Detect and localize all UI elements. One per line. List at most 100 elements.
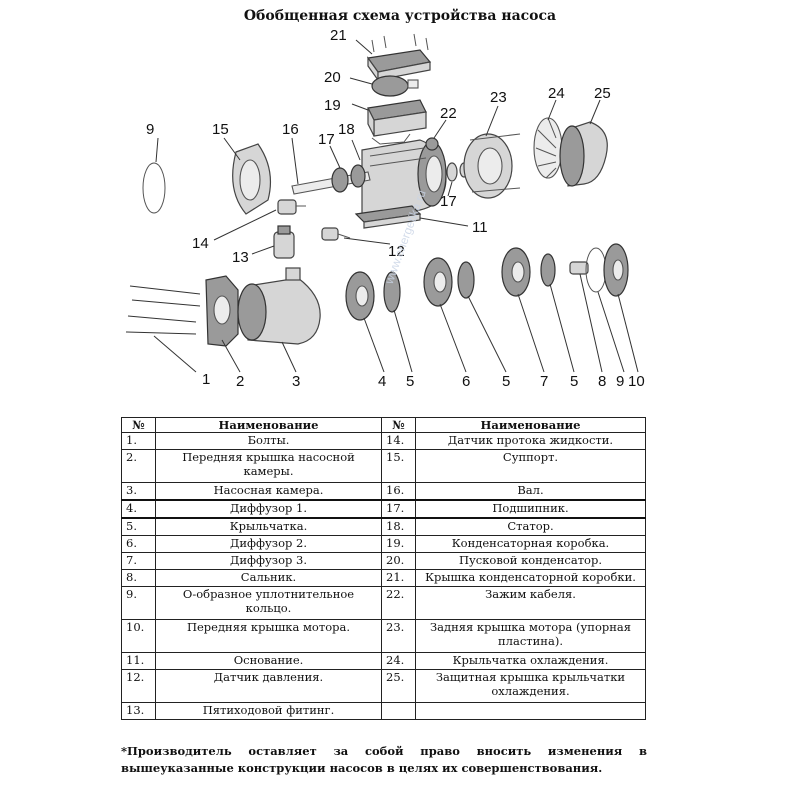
callout-5: 5	[570, 373, 578, 390]
page-title: Обобщенная схема устройства насоса	[243, 8, 557, 24]
callout-25: 25	[594, 85, 611, 102]
flow-sensor-part	[277, 199, 306, 215]
exploded-pump-diagram: 1 2 3 4 5 6 5 7 5 8 9 10 9 11 12 13 14 1…	[125, 27, 645, 390]
cooling-fan-part	[533, 117, 563, 179]
part-name: Передняя крышка мотора.	[155, 619, 382, 653]
row-number: 21.	[381, 569, 416, 587]
row-number	[381, 702, 416, 720]
callout-10: 10	[628, 373, 645, 390]
part-name: О-образное уплотнительное кольцо.	[155, 586, 382, 620]
row-number: 5.	[121, 517, 156, 536]
row-number: 24.	[381, 652, 416, 670]
part-name: Датчик протока жидкости.	[415, 432, 646, 450]
part-name: Зажим кабеля.	[415, 586, 646, 620]
part-name: Диффузор 3.	[155, 552, 382, 570]
row-number: 25.	[381, 669, 416, 703]
part-name: Задняя крышка мотора (упорная пластина).	[415, 619, 646, 653]
part-name: Крышка конденсаторной коробки.	[415, 569, 646, 587]
part-name: Вал.	[415, 482, 646, 501]
row-number: 23.	[381, 619, 416, 653]
part-name: Пятиходовой фитинг.	[155, 702, 382, 720]
column-header-name: Наименование	[415, 417, 646, 433]
seal-part	[569, 261, 589, 275]
part-name	[415, 702, 646, 720]
callout-15: 15	[212, 121, 229, 138]
part-name: Подшипник.	[415, 499, 646, 519]
callout-22: 22	[440, 105, 457, 122]
callout-19: 19	[324, 97, 341, 114]
table-row: 4.Диффузор 1.17.Подшипник.	[121, 499, 646, 519]
callout-8: 8	[598, 373, 606, 390]
table-row: 6.Диффузор 2.19.Конденсаторная коробка.	[121, 535, 646, 553]
o-ring-part	[142, 162, 166, 214]
impeller-part	[540, 253, 556, 287]
callout-20: 20	[324, 69, 341, 86]
callout-7: 7	[540, 373, 548, 390]
o-ring-part	[585, 247, 607, 293]
table-row: 9.О-образное уплотнительное кольцо.22.За…	[121, 586, 646, 620]
part-name: Статор.	[415, 517, 646, 536]
part-name: Крыльчатка охлаждения.	[415, 652, 646, 670]
rear-motor-cover-part	[463, 133, 521, 199]
part-name: Суппорт.	[415, 449, 646, 483]
row-number: 17.	[381, 499, 416, 519]
impeller-part	[383, 271, 401, 313]
row-number: 8.	[121, 569, 156, 587]
callout-12: 12	[388, 243, 405, 260]
part-name: Сальник.	[155, 569, 382, 587]
part-name: Датчик давления.	[155, 669, 382, 703]
table-row: 8.Сальник.21.Крышка конденсаторной короб…	[121, 569, 646, 587]
shaft-part	[291, 164, 371, 195]
part-name: Крыльчатка.	[155, 517, 382, 536]
callout-16: 16	[282, 121, 299, 138]
row-number: 19.	[381, 535, 416, 553]
part-name: Защитная крышка крыльчатки охлаждения.	[415, 669, 646, 703]
callout-11: 11	[472, 219, 488, 236]
row-number: 13.	[121, 702, 156, 720]
column-header-name: Наименование	[155, 417, 382, 433]
callout-5: 5	[502, 373, 510, 390]
bolts-part	[125, 285, 201, 335]
row-number: 11.	[121, 652, 156, 670]
part-name: Основание.	[155, 652, 382, 670]
callout-3: 3	[292, 373, 300, 390]
callout-5: 5	[406, 373, 414, 390]
callout-14: 14	[192, 235, 209, 252]
part-name: Конденсаторная коробка.	[415, 535, 646, 553]
row-number: 6.	[121, 535, 156, 553]
callout-4: 4	[378, 373, 386, 390]
callout-9: 9	[616, 373, 624, 390]
start-capacitor-part	[371, 75, 419, 97]
part-name: Диффузор 1.	[155, 499, 382, 519]
part-name: Диффузор 2.	[155, 535, 382, 553]
row-number: 22.	[381, 586, 416, 620]
base-part	[354, 205, 422, 229]
callout-24: 24	[548, 85, 565, 102]
row-number: 2.	[121, 449, 156, 483]
row-number: 20.	[381, 552, 416, 570]
table-row: 7.Диффузор 3.20.Пусковой конденсатор.	[121, 552, 646, 570]
row-number: 15.	[381, 449, 416, 483]
table-row: 11.Основание.24.Крыльчатка охлаждения.	[121, 652, 646, 670]
row-number: 12.	[121, 669, 156, 703]
row-number: 10.	[121, 619, 156, 653]
parts-table: № Наименование № Наименование 1.Болты.14…	[121, 417, 646, 720]
callout-13: 13	[232, 249, 249, 266]
callout-23: 23	[490, 89, 507, 106]
callout-17: 17	[440, 193, 457, 210]
capacitor-box-part	[367, 99, 427, 145]
table-row: 12.Датчик давления.25.Защитная крышка кр…	[121, 669, 646, 703]
leader-lines	[153, 39, 639, 373]
stator-part	[361, 139, 447, 219]
row-number: 18.	[381, 517, 416, 536]
parts-table-body: 1.Болты.14.Датчик протока жидкости.2.Пер…	[121, 432, 646, 720]
callout-21: 21	[330, 27, 347, 44]
pump-front-cover-part	[205, 275, 239, 347]
row-number: 3.	[121, 482, 156, 501]
callout-17: 17	[318, 131, 335, 148]
callout-2: 2	[236, 373, 244, 390]
part-name: Передняя крышка насосной камеры.	[155, 449, 382, 483]
five-way-fitting-part	[273, 225, 295, 259]
capacitor-box-lid-part	[366, 33, 432, 82]
row-number: 9.	[121, 586, 156, 620]
